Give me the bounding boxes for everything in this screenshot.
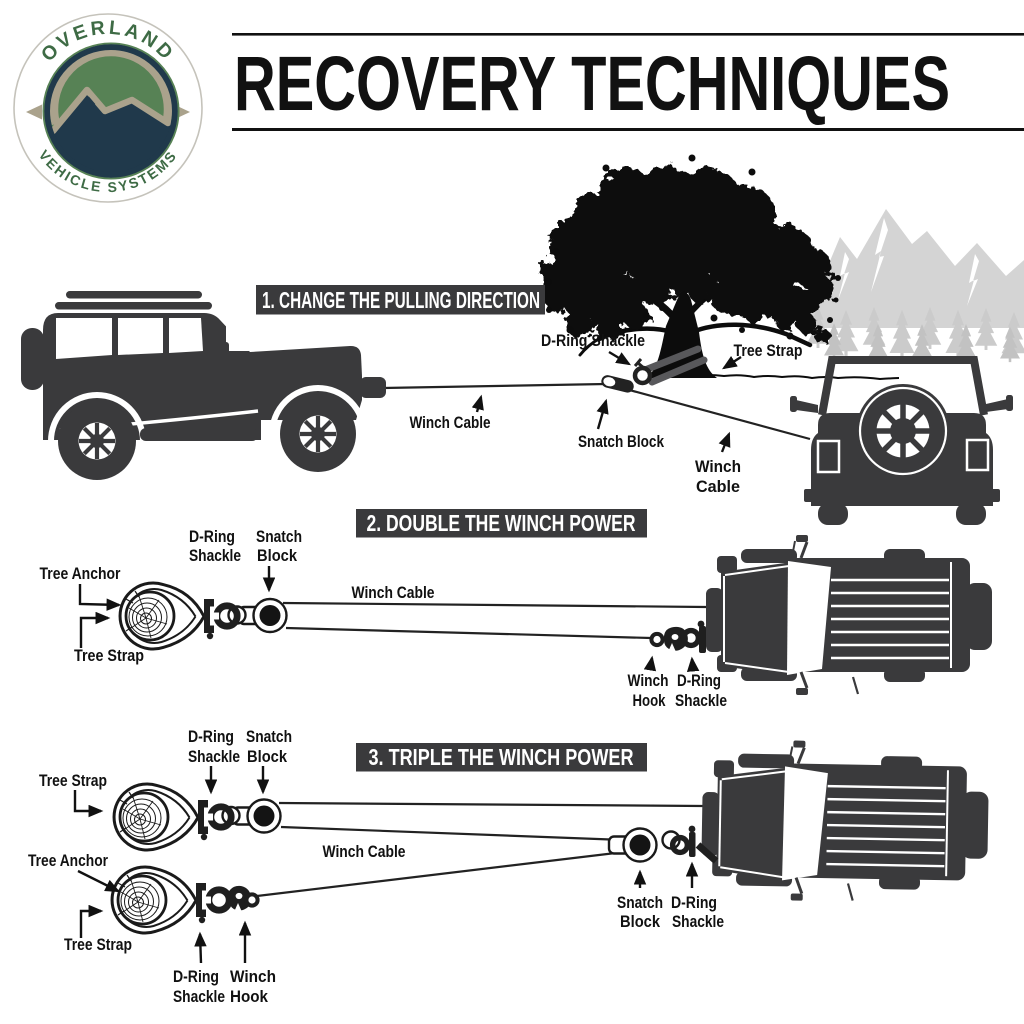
- svg-text:Cable: Cable: [696, 477, 740, 496]
- svg-text:Tree Strap: Tree Strap: [74, 646, 144, 665]
- svg-text:Winch: Winch: [695, 457, 741, 476]
- svg-text:Snatch: Snatch: [617, 893, 663, 912]
- svg-text:Snatch: Snatch: [256, 527, 302, 546]
- svg-text:Hook: Hook: [230, 987, 268, 1006]
- svg-text:D-Ring: D-Ring: [677, 671, 721, 690]
- svg-text:Winch Cable: Winch Cable: [352, 583, 435, 602]
- svg-text:Shackle: Shackle: [188, 747, 240, 766]
- svg-text:Winch: Winch: [628, 671, 669, 690]
- svg-text:Winch Cable: Winch Cable: [323, 842, 406, 861]
- svg-text:Shackle: Shackle: [173, 987, 225, 1006]
- svg-text:Winch: Winch: [230, 967, 276, 986]
- svg-text:1. CHANGE THE PULLING DIRECTIO: 1. CHANGE THE PULLING DIRECTION: [262, 287, 540, 313]
- svg-text:Tree Strap: Tree Strap: [734, 341, 803, 360]
- svg-text:Shackle: Shackle: [189, 546, 241, 565]
- svg-text:Tree Anchor: Tree Anchor: [40, 564, 121, 583]
- svg-text:Winch Cable: Winch Cable: [410, 413, 491, 432]
- svg-text:Hook: Hook: [633, 691, 666, 710]
- svg-text:Tree Strap: Tree Strap: [64, 935, 132, 954]
- svg-text:D-Ring: D-Ring: [671, 893, 717, 912]
- svg-text:D-Ring Shackle: D-Ring Shackle: [541, 331, 645, 350]
- svg-text:2. DOUBLE THE WINCH POWER: 2. DOUBLE THE WINCH POWER: [367, 510, 636, 536]
- svg-text:Shackle: Shackle: [672, 912, 724, 931]
- svg-text:D-Ring: D-Ring: [188, 727, 234, 746]
- svg-text:Tree Anchor: Tree Anchor: [28, 851, 108, 870]
- svg-text:Snatch: Snatch: [246, 727, 292, 746]
- svg-text:RECOVERY TECHNIQUES: RECOVERY TECHNIQUES: [234, 41, 950, 127]
- svg-text:3. TRIPLE THE WINCH POWER: 3. TRIPLE THE WINCH POWER: [369, 744, 634, 770]
- svg-text:Block: Block: [620, 912, 660, 931]
- svg-text:Tree Strap: Tree Strap: [39, 771, 107, 790]
- svg-text:Block: Block: [247, 747, 287, 766]
- svg-text:D-Ring: D-Ring: [189, 527, 235, 546]
- svg-text:Shackle: Shackle: [675, 691, 727, 710]
- svg-text:Block: Block: [257, 546, 297, 565]
- svg-text:D-Ring: D-Ring: [173, 967, 219, 986]
- svg-text:Snatch Block: Snatch Block: [578, 432, 664, 451]
